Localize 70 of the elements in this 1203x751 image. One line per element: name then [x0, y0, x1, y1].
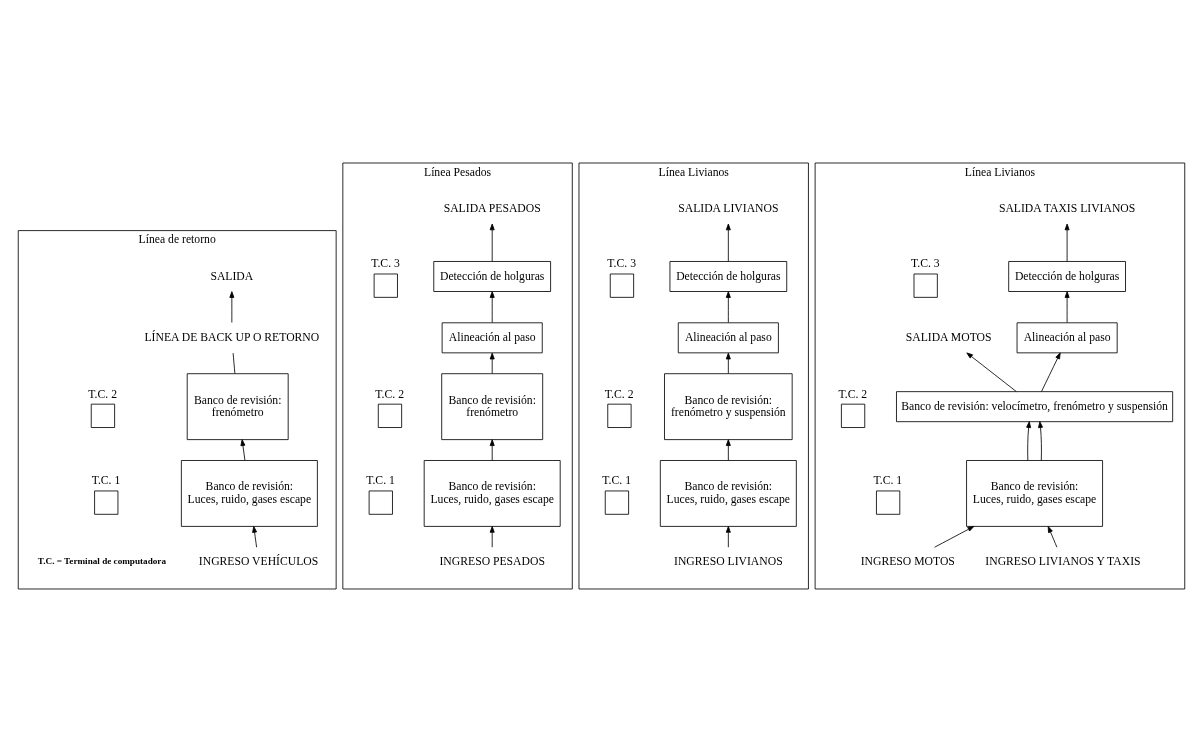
node-box: Alineación al paso	[441, 321, 543, 353]
node-box	[94, 490, 119, 515]
node-box	[607, 403, 632, 428]
arrow	[489, 525, 495, 548]
node-text: SALIDA PESADOS	[443, 201, 541, 215]
arrow	[725, 525, 731, 548]
node-box	[876, 490, 901, 515]
arrow	[489, 438, 495, 461]
node-box: Detección de holguras	[1008, 260, 1126, 292]
node-label: T.C. 3	[911, 256, 940, 270]
node-box: Alineación al paso	[1016, 321, 1118, 353]
node-box	[377, 403, 403, 428]
node-label: T.C. 2	[88, 387, 117, 401]
node-box: Banco de revisión: frenómetro y suspensión	[664, 372, 793, 440]
node-box	[841, 403, 866, 428]
connector	[232, 352, 236, 374]
node-box: Detección de holguras	[433, 260, 551, 292]
arrow	[725, 352, 731, 374]
arrow	[489, 290, 495, 323]
arrow	[1064, 290, 1070, 323]
arrow	[1064, 223, 1070, 262]
node-label: T.C. 1	[91, 473, 121, 487]
arrow	[725, 223, 731, 262]
node-text: SALIDA LIVIANOS	[678, 201, 779, 215]
node-label: T.C. 1	[366, 473, 395, 487]
node-box	[609, 273, 635, 298]
node-text: SALIDA MOTOS	[905, 330, 992, 344]
arrow	[725, 290, 731, 323]
node-text: INGRESO LIVIANOS Y TAXIS	[985, 554, 1141, 568]
node-label: T.C. 2	[375, 387, 405, 401]
node-label: T.C. 3	[371, 256, 400, 270]
node-box: Banco de revisión: velocímetro, frenómetro y suspensión	[896, 390, 1174, 422]
node-box	[373, 273, 398, 298]
node-box	[913, 273, 938, 298]
node-box: Banco de revisión: frenómetro	[441, 372, 544, 440]
node-box	[368, 490, 393, 515]
node-box: Alineación al paso	[677, 321, 779, 353]
node-text: INGRESO MOTOS	[860, 554, 955, 568]
node-label: T.C. 3	[607, 256, 636, 270]
node-box: Banco de revisión: Luces, ruido, gases escape	[180, 459, 318, 527]
arrow	[934, 525, 975, 548]
node-label: T.C. 1	[602, 473, 631, 487]
node-text: SALIDA	[210, 269, 254, 283]
node-box: Detección de holguras	[669, 260, 788, 292]
arrow	[489, 352, 495, 374]
node-label: T.C. 2	[838, 387, 868, 401]
node-text: INGRESO VEHÍCULOS	[198, 554, 319, 568]
node-label: T.C. 1	[873, 473, 903, 487]
arrow	[240, 438, 246, 461]
arrow	[252, 525, 258, 548]
label: T.C. = Terminal de computadora	[37, 555, 166, 566]
node-text: INGRESO LIVIANOS	[674, 554, 783, 568]
arrow	[1026, 420, 1032, 461]
node-text: SALIDA TAXIS LIVIANOS	[998, 201, 1136, 215]
node-box	[604, 490, 630, 515]
node-text: LÍNEA DE BACK UP O RETORNO	[144, 330, 320, 344]
arrow	[1047, 525, 1058, 548]
arrow	[1038, 420, 1043, 461]
arrow	[1041, 351, 1061, 392]
node-box: Banco de revisión: Luces, ruido, gases escape	[966, 459, 1103, 527]
node-label: T.C. 2	[604, 387, 634, 401]
node-box	[90, 403, 116, 428]
arrow	[229, 290, 235, 323]
node-text: INGRESO PESADOS	[439, 554, 545, 568]
node-box: Banco de revisión: frenómetro	[186, 372, 289, 440]
arrow	[489, 223, 495, 262]
node-box: Banco de revisión: Luces, ruido, gases escape	[423, 459, 561, 527]
node-box: Banco de revisión: Luces, ruido, gases escape	[659, 459, 797, 527]
arrow	[966, 351, 1017, 392]
arrow	[725, 438, 731, 461]
